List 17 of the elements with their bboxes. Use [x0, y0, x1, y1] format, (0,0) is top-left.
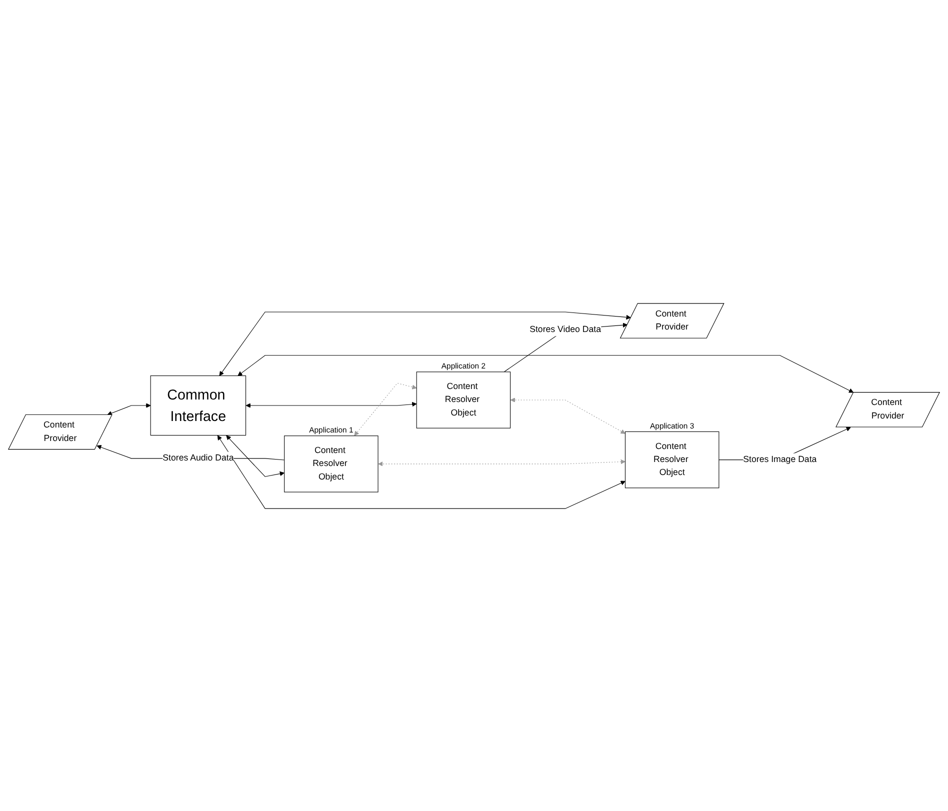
arrow: [504, 322, 628, 372]
arrow: [378, 458, 626, 466]
arrow: [226, 434, 285, 476]
node-box: Content Resolver Object: [624, 430, 720, 488]
node-box: Content Resolver Object: [284, 435, 378, 492]
arrow: [219, 311, 631, 376]
node-box: Common Interface: [150, 374, 246, 436]
arrow: [217, 434, 626, 508]
edge-label: Stores Video Data: [530, 324, 601, 334]
arrow: [246, 401, 417, 408]
node-box: Content Resolver Object: [416, 371, 511, 428]
arrow: [510, 397, 626, 434]
edge-label: Stores Audio Data: [162, 452, 234, 462]
arrow: [238, 354, 854, 392]
edge-label: Stores Image Data: [743, 454, 817, 464]
arrow: [354, 382, 417, 436]
arrow: [107, 402, 151, 415]
